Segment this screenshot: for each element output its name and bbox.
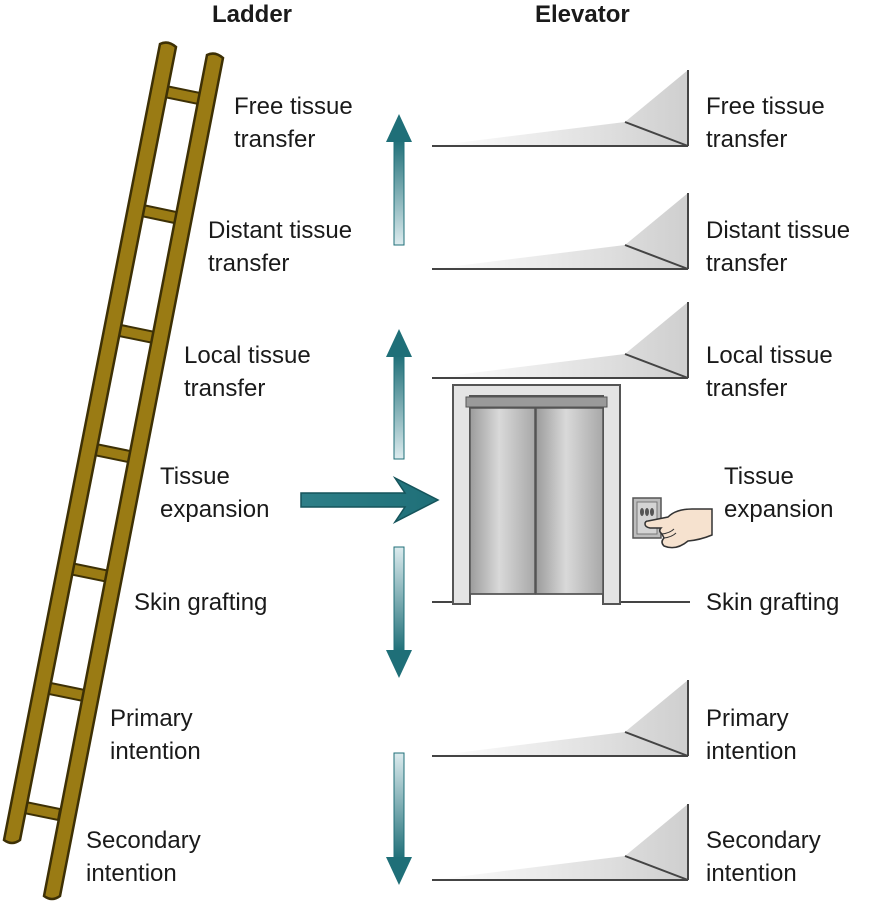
ladder-label-primary-intention: Primary intention — [110, 705, 201, 765]
elevator-door-right — [535, 407, 604, 595]
elevator-label-local-tissue-transfer: Local tissue transfer — [706, 342, 839, 402]
ladder-right-rail — [42, 52, 225, 901]
down-arrow-lower — [386, 752, 412, 885]
floor-local-tissue-transfer — [432, 302, 689, 379]
floor-free-tissue-transfer — [432, 70, 689, 147]
elevator-label-distant-tissue-transfer: Distant tissue transfer — [706, 217, 857, 277]
elevator-door-left — [469, 407, 536, 595]
up-arrow-upper — [386, 114, 412, 246]
up-arrow-lower — [386, 329, 412, 460]
heading-elevator: Elevator — [535, 1, 630, 28]
down-arrow-upper — [386, 546, 412, 678]
elevator-label-tissue-expansion: Tissue expansion — [724, 463, 833, 523]
ladder-label-secondary-intention: Secondary intention — [86, 827, 207, 887]
heading-ladder: Ladder — [212, 1, 292, 28]
elevator-label-secondary-intention: Secondary intention — [706, 827, 827, 887]
elevator-label-skin-grafting: Skin grafting — [706, 589, 839, 616]
call-button-icon — [632, 497, 662, 539]
ladder-label-skin-grafting: Skin grafting — [134, 589, 267, 616]
ladder-label-distant-tissue-transfer: Distant tissue transfer — [208, 217, 359, 277]
ladder-icon — [2, 41, 225, 901]
ladder-label-tissue-expansion: Tissue expansion — [160, 463, 269, 523]
right-arrow-to-elevator — [300, 476, 440, 524]
pointing-hand-icon — [644, 508, 713, 549]
ladder-label-free-tissue-transfer: Free tissue transfer — [234, 93, 359, 153]
elevator-label-primary-intention: Primary intention — [706, 705, 797, 765]
floor-primary-intention — [432, 680, 689, 757]
elevator-icon — [452, 384, 621, 605]
floor-secondary-intention — [432, 804, 689, 881]
floor-distant-tissue-transfer — [432, 193, 689, 270]
ladder-label-local-tissue-transfer: Local tissue transfer — [184, 342, 317, 402]
elevator-label-free-tissue-transfer: Free tissue transfer — [706, 93, 831, 153]
ladder-left-rail — [2, 41, 178, 845]
